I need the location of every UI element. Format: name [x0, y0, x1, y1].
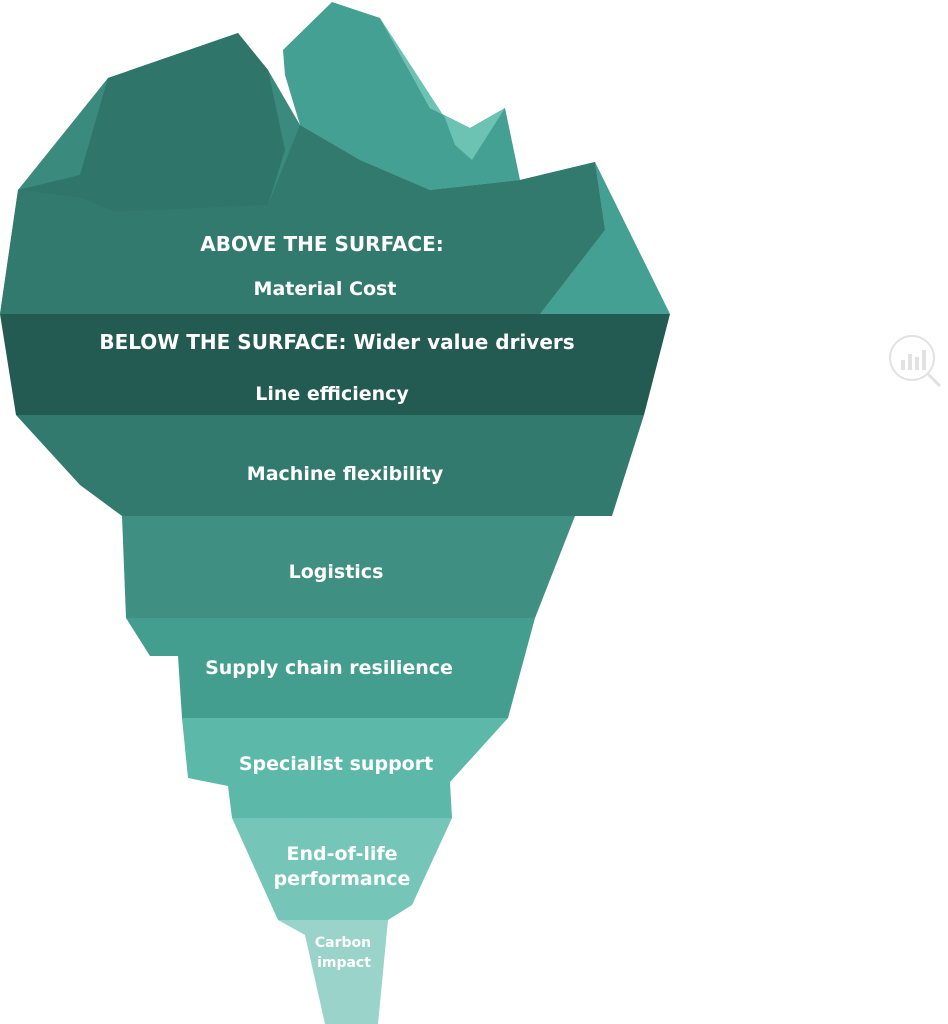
label-specialist-support: Specialist support [239, 753, 433, 775]
band-specialist-support [232, 818, 452, 920]
label-supply-chain-resilience: Supply chain resilience [205, 657, 453, 679]
band-supply-chain [182, 718, 508, 818]
band-machine-flexibility [122, 516, 575, 618]
band-end-of-life [278, 920, 388, 1024]
band-line-efficiency-lower [16, 415, 644, 516]
tip-facet-right [540, 162, 670, 314]
below-heading: BELOW THE SURFACE: Wider value drivers [99, 330, 574, 354]
above-heading: ABOVE THE SURFACE: [200, 232, 444, 256]
label-line-efficiency: Line efficiency [255, 383, 409, 405]
iceberg-labels: ABOVE THE SURFACE: Material Cost BELOW T… [99, 232, 574, 971]
label-end-of-life-line2: performance [274, 868, 411, 890]
waterline-band [0, 314, 670, 415]
tip-facet-peak-left [18, 33, 285, 212]
iceberg-tip [0, 2, 670, 314]
label-carbon-impact-line2: impact [317, 955, 371, 971]
label-machine-flexibility: Machine flexibility [247, 463, 444, 485]
chart-magnifier-icon [889, 335, 942, 388]
label-end-of-life-line1: End-of-life [286, 843, 397, 865]
label-carbon-impact-line1: Carbon [315, 935, 371, 951]
tip-facet-body [0, 125, 605, 314]
band-logistics [126, 618, 535, 718]
above-item-material-cost: Material Cost [254, 278, 397, 300]
label-logistics: Logistics [289, 561, 384, 583]
